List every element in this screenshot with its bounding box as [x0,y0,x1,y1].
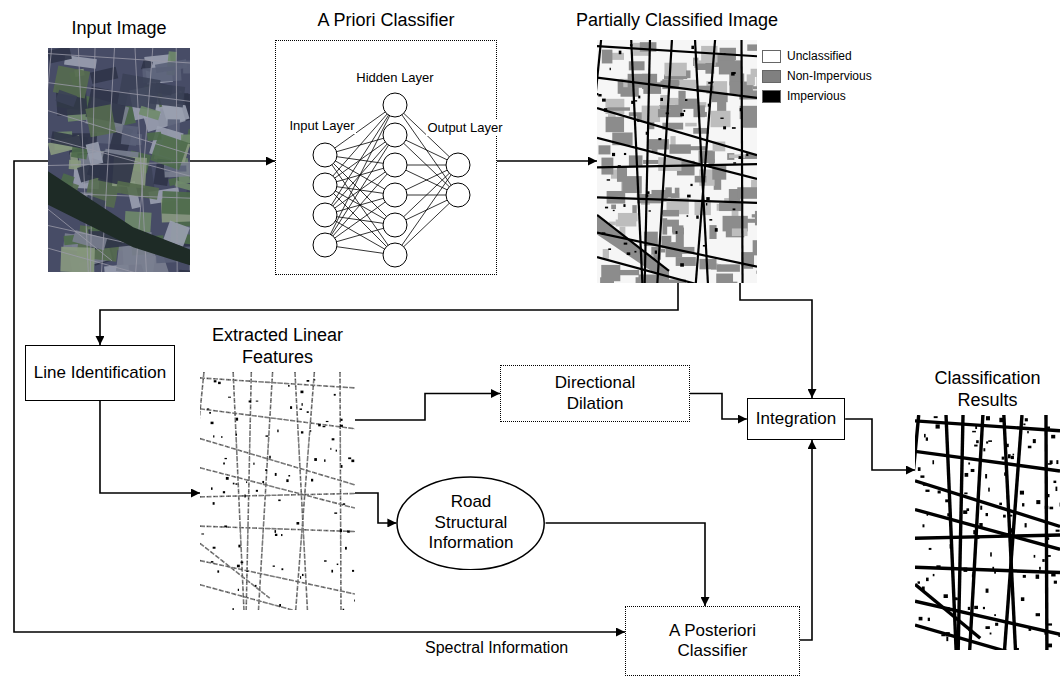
legend-label: Impervious [787,89,846,103]
connector [800,440,812,640]
connector [690,394,747,420]
process-box: Line Identification [25,345,175,401]
panel-heading: Extracted Linear Features [200,325,355,368]
partial-image [597,40,757,283]
lines-image [200,372,355,610]
connector [355,394,500,421]
neural-network [275,10,497,275]
connector [740,283,812,398]
panel-heading: Classification Results [915,368,1060,411]
box-label: Directional Dilation [535,373,655,414]
layer-label: Input Layer [288,118,355,134]
legend-item: Impervious [762,86,872,106]
legend-item: Unclassified [762,46,872,66]
layer-label: Hidden Layer [355,70,434,86]
image-panel: Extracted Linear Features [200,325,355,610]
classifier-box: A Priori ClassifierInput Layer Hidden Lay… [275,10,497,275]
image-panel: Input Image [48,18,190,272]
layer-label: Output Layer [426,120,503,136]
connector [845,419,915,470]
legend-label: Unclassified [787,49,852,63]
connector [546,523,705,606]
box-label: Integration [756,409,836,429]
image-panel: Classification Results [915,368,1060,650]
panel-heading: Partially Classified Image [547,10,807,32]
legend-swatch [762,50,781,63]
classifier-box: A Posteriori Classifier [625,606,800,676]
legend-swatch [762,70,781,83]
connector [190,160,275,162]
legend: UnclassifiedNon-ImperviousImpervious [762,46,872,106]
connector [497,160,597,162]
result-image [915,415,1060,650]
connector [355,493,396,523]
box-label: Line Identification [34,363,166,383]
box-label: A Posteriori Classifier [653,621,773,662]
edge-label: Spectral Information [425,638,568,657]
process-box: Directional Dilation [500,365,690,422]
connector [100,283,678,345]
box-heading: A Priori Classifier [275,10,497,32]
info-ellipse: Road Structural Information [396,476,545,571]
image-panel: Partially Classified Image [597,10,757,283]
legend-swatch [762,90,781,103]
input-image [48,48,190,272]
legend-label: Non-Impervious [787,69,872,83]
connector [100,401,200,493]
process-box: Integration [747,398,845,440]
box-label: Road Structural Information [423,492,519,553]
legend-item: Non-Impervious [762,66,872,86]
panel-heading: Input Image [19,18,219,40]
